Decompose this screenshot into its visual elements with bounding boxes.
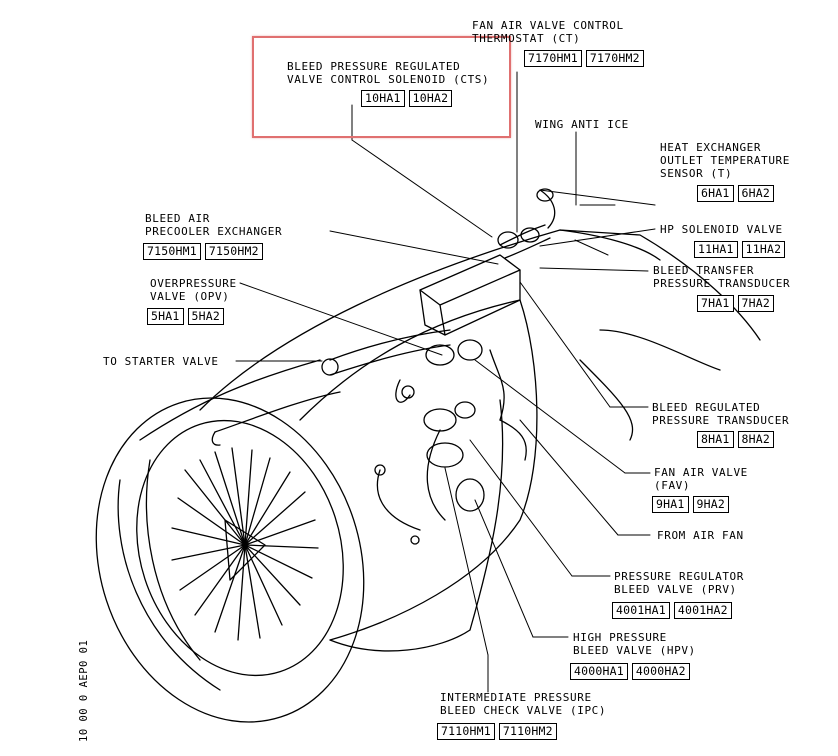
code-box: 7170HM2 xyxy=(585,50,644,67)
highlight-box xyxy=(252,36,511,138)
label-line: HP SOLENOID VALVE xyxy=(660,223,783,236)
fan-blades xyxy=(171,447,319,641)
label-line: FAN AIR VALVE xyxy=(654,466,748,479)
label-line: SENSOR (T) xyxy=(660,167,733,180)
code-box: 7150HM1 xyxy=(143,243,201,260)
fan-air-valve-label: FAN AIR VALVE(FAV) xyxy=(654,466,748,492)
core-casing xyxy=(299,299,538,641)
ipc-valve-codes: 7110HM1 7110HM2 xyxy=(437,723,557,740)
code-box: 4001HA2 xyxy=(673,602,732,619)
code-box: 10HA1 xyxy=(361,90,405,107)
label-line: HIGH PRESSURE xyxy=(573,631,667,644)
side-reference: 10 00 0 AEP0 01 xyxy=(78,639,90,742)
pressure-regulator-valve-codes: 4001HA1 4001HA2 xyxy=(612,602,732,619)
label-line: INTERMEDIATE PRESSURE xyxy=(440,691,592,704)
bleed-pressure-solenoid-codes: 10HA1 10HA2 xyxy=(361,90,453,107)
code-box: 4001HA1 xyxy=(612,602,670,619)
code-box: 7HA2 xyxy=(737,295,774,312)
fan-air-valve-thermostat-codes: 7170HM1 7170HM2 xyxy=(524,50,644,67)
label-line: BLEED REGULATED xyxy=(652,401,761,414)
code-box: 5HA1 xyxy=(147,308,184,325)
label-line: THERMOSTAT (CT) xyxy=(472,32,581,45)
code-box: 7110HM2 xyxy=(498,723,557,740)
label-line: TO STARTER VALVE xyxy=(103,355,219,368)
code-box: 6HA2 xyxy=(737,185,774,202)
code-box: 7150HM2 xyxy=(204,243,263,260)
label-line: WING ANTI ICE xyxy=(535,118,629,131)
fan-cowl-ring xyxy=(95,397,365,723)
code-box: 10HA2 xyxy=(408,90,453,107)
label-line: PRESSURE REGULATOR xyxy=(614,570,745,583)
label-line: (FAV) xyxy=(654,479,691,492)
heat-exchanger-sensor-codes: 6HA1 6HA2 xyxy=(697,185,774,202)
code-box: 7110HM1 xyxy=(437,723,495,740)
label-line: PRESSURE TRANSDUCER xyxy=(652,414,790,427)
label-line: OUTLET TEMPERATURE xyxy=(660,154,791,167)
label-line: BLEED TRANSFER xyxy=(653,264,755,277)
code-box: 11HA1 xyxy=(694,241,738,258)
label-line: BLEED VALVE (HPV) xyxy=(573,644,696,657)
label-line: BLEED AIR xyxy=(145,212,211,225)
code-box: 4000HA1 xyxy=(570,663,628,680)
overpressure-valve-codes: 5HA1 5HA2 xyxy=(147,308,224,325)
code-box: 4000HA2 xyxy=(631,663,690,680)
code-box: 7HA1 xyxy=(697,295,734,312)
label-line: HEAT EXCHANGER xyxy=(660,141,762,154)
code-box: 9HA1 xyxy=(652,496,689,513)
label-line: BLEED CHECK VALVE (IPC) xyxy=(440,704,607,717)
code-box: 7170HM1 xyxy=(524,50,582,67)
label-line: FAN AIR VALVE CONTROL xyxy=(472,19,624,32)
from-air-fan-label: FROM AIR FAN xyxy=(657,529,744,542)
label-line: PRECOOLER EXCHANGER xyxy=(145,225,283,238)
precooler xyxy=(419,254,521,306)
to-starter-valve-label: TO STARTER VALVE xyxy=(103,355,219,368)
leader-lines xyxy=(235,71,656,693)
hp-solenoid-valve-codes: 11HA1 11HA2 xyxy=(694,241,786,258)
wing-anti-ice-label: WING ANTI ICE xyxy=(535,118,629,131)
label-line: PRESSURE TRANSDUCER xyxy=(653,277,791,290)
label-line: BLEED PRESSURE REGULATED xyxy=(287,60,461,73)
bleed-duct xyxy=(329,329,451,361)
hp-solenoid-valve-label: HP SOLENOID VALVE xyxy=(660,223,783,236)
bleed-regulated-transducer-codes: 8HA1 8HA2 xyxy=(697,431,774,448)
label-line: OVERPRESSURE xyxy=(150,277,237,290)
nacelle-outline xyxy=(199,229,761,411)
code-box: 11HA2 xyxy=(741,241,786,258)
code-box: 8HA2 xyxy=(737,431,774,448)
code-box: 8HA1 xyxy=(697,431,734,448)
high-pressure-valve-codes: 4000HA1 4000HA2 xyxy=(570,663,690,680)
bleed-air-precooler-codes: 7150HM1 7150HM2 xyxy=(143,243,263,260)
label-line: FROM AIR FAN xyxy=(657,529,744,542)
code-box: 6HA1 xyxy=(697,185,734,202)
code-box: 9HA2 xyxy=(692,496,729,513)
fan-air-valve-codes: 9HA1 9HA2 xyxy=(652,496,729,513)
bleed-transfer-transducer-codes: 7HA1 7HA2 xyxy=(697,295,774,312)
code-box: 5HA2 xyxy=(187,308,224,325)
label-line: VALVE CONTROL SOLENOID (CTS) xyxy=(287,73,490,86)
label-line: BLEED VALVE (PRV) xyxy=(614,583,737,596)
label-line: VALVE (OPV) xyxy=(150,290,230,303)
